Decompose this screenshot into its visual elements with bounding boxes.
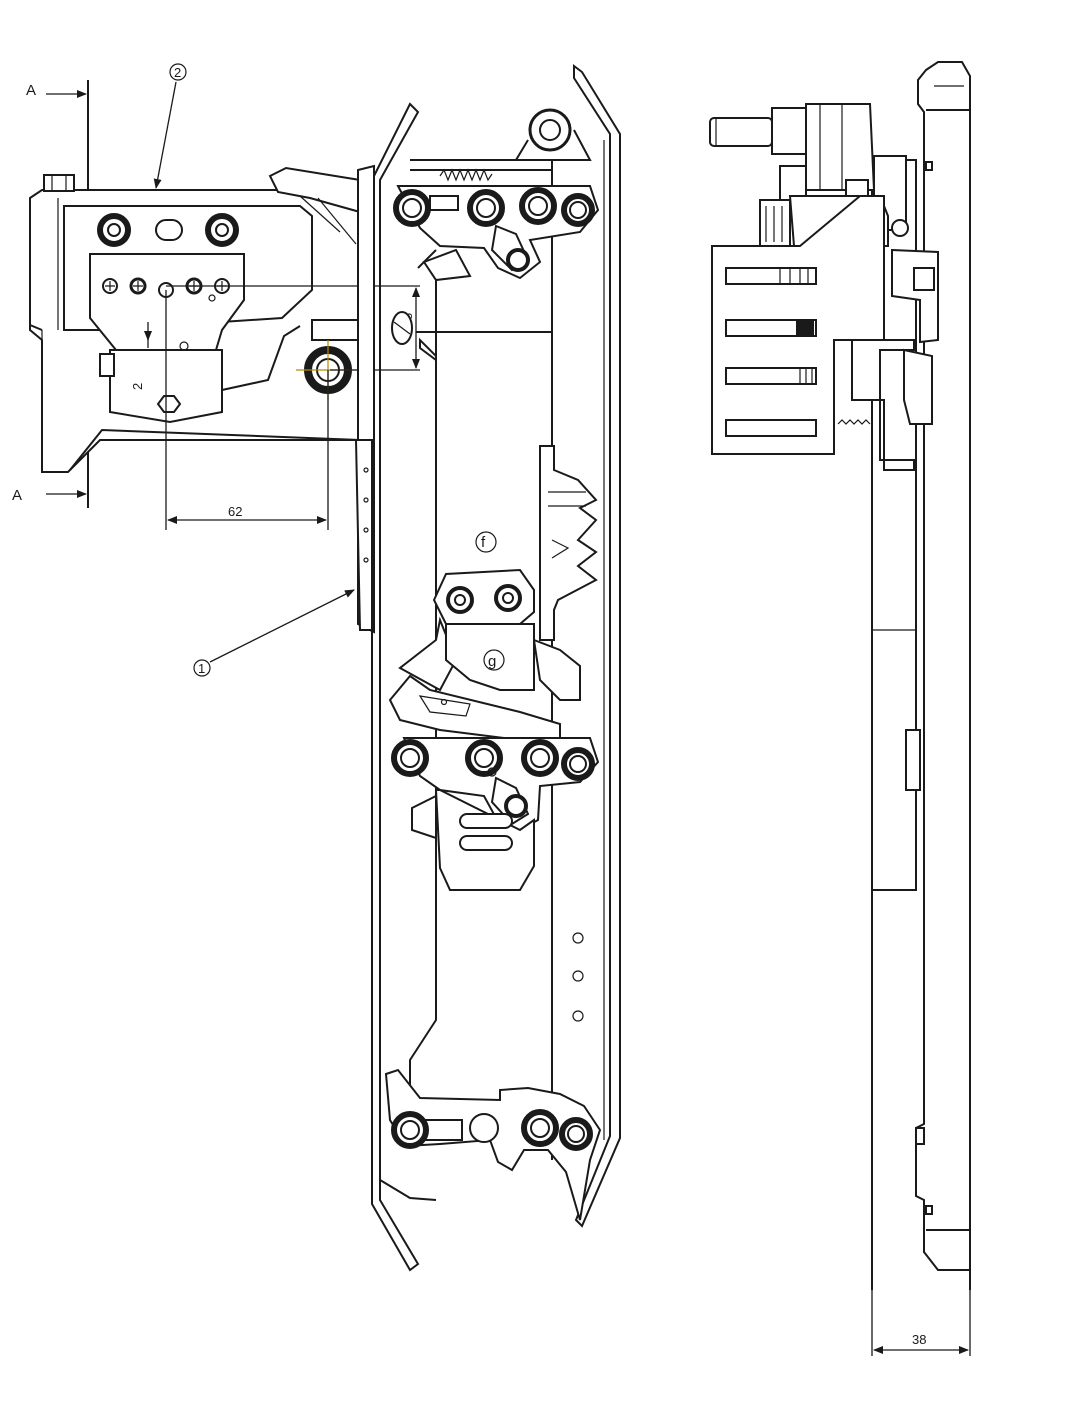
callout-1: 1 [193, 589, 355, 677]
section-marker-bottom: A [12, 487, 87, 504]
svg-text:62: 62 [228, 504, 242, 519]
svg-text:A: A [26, 82, 36, 99]
svg-text:f: f [481, 534, 486, 551]
dimension-62: 62 [167, 504, 327, 524]
dimension-2: 2 [130, 322, 152, 390]
callout-2: 2 [153, 63, 187, 189]
dimension-38: 38 [871, 1290, 971, 1356]
svg-text:38: 38 [912, 1332, 926, 1347]
callout-f: f [475, 531, 497, 553]
svg-text:g: g [488, 653, 496, 670]
side-view [709, 61, 971, 1290]
svg-text:A: A [12, 487, 22, 504]
svg-text:2: 2 [130, 383, 145, 390]
section-marker-top: A [26, 82, 87, 99]
callout-g: g [483, 649, 505, 671]
svg-text:2: 2 [174, 65, 181, 80]
door-hanger-rail: f g [354, 64, 621, 1272]
svg-text:1: 1 [198, 661, 205, 676]
